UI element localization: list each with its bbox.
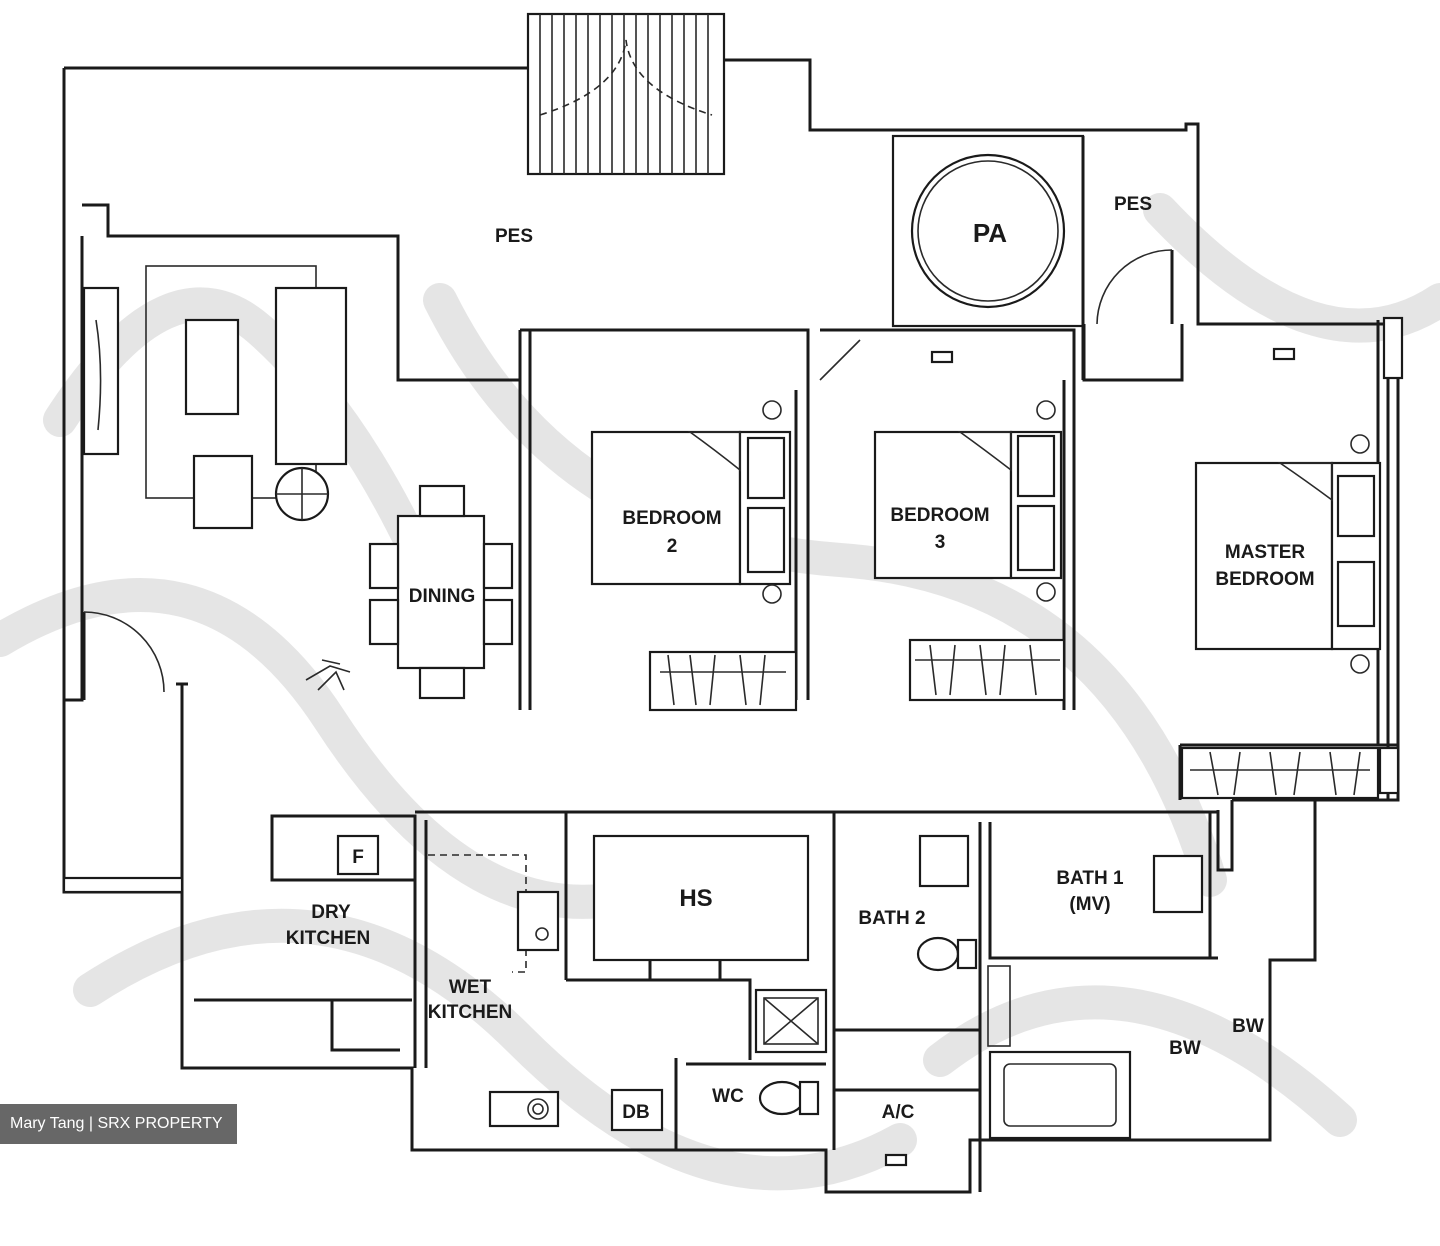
pa-planter bbox=[891, 134, 1085, 328]
pes-louvre-door bbox=[526, 12, 726, 176]
beds bbox=[590, 400, 1382, 674]
credit-watermark: Mary Tang | SRX PROPERTY bbox=[0, 1104, 237, 1144]
label-bedroom2-line1: BEDROOM bbox=[622, 508, 721, 529]
label-wet-kitchen-line1: WET bbox=[449, 977, 492, 998]
label-wc: WC bbox=[712, 1086, 744, 1107]
label-dry-kitchen-line1: DRY bbox=[311, 902, 351, 923]
label-ac: A/C bbox=[882, 1102, 915, 1123]
ac-ledge-markers bbox=[884, 347, 1296, 1167]
label-dry-kitchen-line2: KITCHEN bbox=[286, 928, 370, 949]
label-bath1-line1: BATH 1 bbox=[1056, 868, 1124, 889]
washer-machine bbox=[754, 988, 828, 1054]
label-bw-outer: BW bbox=[1232, 1016, 1264, 1037]
label-fridge: F bbox=[352, 847, 364, 868]
label-bedroom3-line1: BEDROOM bbox=[890, 505, 989, 526]
label-master-line2: BEDROOM bbox=[1215, 569, 1314, 590]
room-labels: PES PA PES BEDROOM 2 BEDROOM 3 MASTER BE… bbox=[286, 194, 1315, 1123]
living-furniture bbox=[82, 265, 348, 530]
label-bath2: BATH 2 bbox=[858, 908, 925, 929]
label-bedroom2-line2: 2 bbox=[667, 536, 678, 557]
label-bath1-line2: (MV) bbox=[1069, 894, 1110, 915]
label-master-line1: MASTER bbox=[1225, 542, 1306, 563]
outer-walls bbox=[62, 58, 1400, 1194]
household-shelter bbox=[592, 834, 810, 980]
side-pes-door bbox=[1081, 136, 1174, 380]
label-pes-side: PES bbox=[1114, 194, 1152, 215]
watermark-logo bbox=[0, 193, 1440, 1191]
label-wet-kitchen-line2: KITCHEN bbox=[428, 1002, 512, 1023]
dining-set bbox=[368, 484, 514, 700]
label-db: DB bbox=[622, 1102, 649, 1123]
label-dining: DINING bbox=[409, 586, 476, 607]
label-bedroom3-line2: 3 bbox=[935, 532, 946, 553]
wardrobes bbox=[648, 638, 1380, 800]
kitchen-fixtures bbox=[488, 890, 560, 1128]
label-pes-main: PES bbox=[495, 226, 533, 247]
label-pa: PA bbox=[973, 218, 1007, 248]
entrance-door bbox=[62, 611, 188, 894]
bedroom-walls bbox=[518, 316, 1404, 800]
bathroom-walls bbox=[610, 810, 1218, 1192]
plant-icon bbox=[305, 659, 351, 691]
label-bw-inner: BW bbox=[1169, 1038, 1201, 1059]
label-hs: HS bbox=[679, 885, 712, 912]
